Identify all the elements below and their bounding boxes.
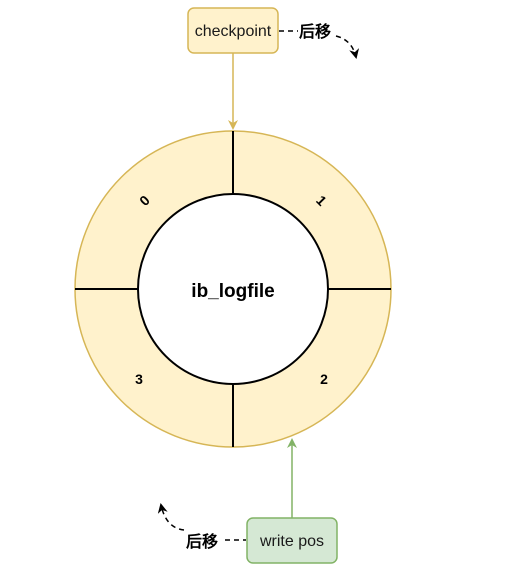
- write-pos-move-arrow: [157, 503, 185, 531]
- checkpoint-box: [187, 7, 279, 54]
- checkpoint-move-label: 后移: [299, 22, 331, 41]
- write-pos-label: write pos: [259, 533, 324, 550]
- log-ring-inner: [137, 193, 329, 385]
- checkpoint-move-arrow: [335, 35, 360, 59]
- segment-label-2: 2: [320, 371, 328, 387]
- checkpoint-label: checkpoint: [195, 23, 272, 40]
- segment-label-3: 3: [135, 371, 143, 387]
- center-label: ib_logfile: [191, 281, 274, 302]
- write-pos-box: [246, 517, 338, 564]
- write-pos-move-label: 后移: [186, 532, 218, 551]
